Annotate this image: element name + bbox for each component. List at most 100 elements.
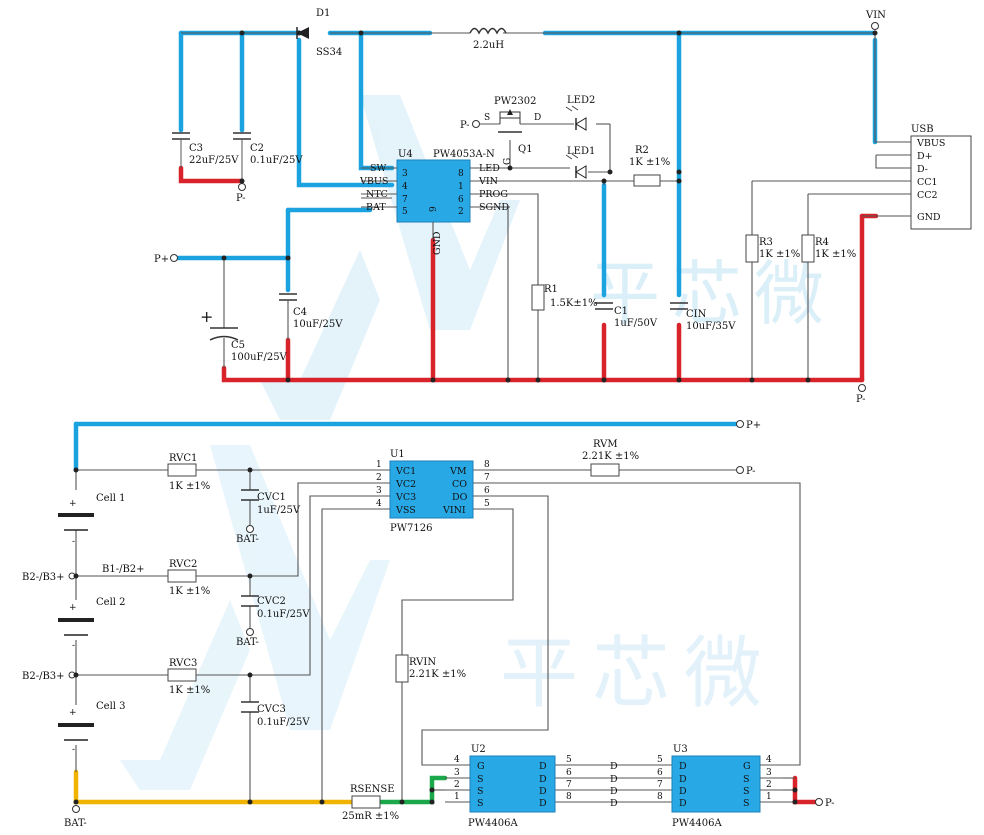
- pplus-label: P+: [154, 254, 169, 265]
- u2-pin3-num: 3: [454, 768, 460, 778]
- u2-pin4-label: G: [477, 761, 485, 772]
- capacitor-cvc3: CVC3 0.1uF/25V: [241, 701, 310, 728]
- u3-pin7-label: D: [679, 786, 687, 797]
- cell1-plus: +: [69, 499, 77, 509]
- vin-label: VIN: [865, 10, 886, 21]
- u1-pin6-num: 6: [484, 486, 490, 496]
- bottom-pminus-vm-label: P-: [746, 466, 756, 477]
- u4-pin-prog-num: 6: [458, 195, 464, 205]
- rvc2-value: 1K ±1%: [169, 586, 210, 597]
- node-labels: B2-/B3+ B1-/B2+ B2-/B3+ BAT-: [22, 564, 145, 829]
- led2: LED2: [565, 95, 595, 131]
- u2-pin8-label: D: [539, 798, 547, 809]
- u4-pin-vin-label: VIN: [478, 176, 498, 187]
- resistor-rvin: RVIN 2.21K ±1%: [395, 654, 466, 683]
- u4-pin-sw-num: 3: [402, 169, 408, 179]
- u1-pin1-label: VC1: [395, 466, 416, 477]
- top-junctions: [221, 30, 878, 383]
- u4-name: U4: [398, 149, 413, 160]
- mosfet-q1: PW2302 P- S D G Q1: [460, 96, 541, 165]
- c5-value: 100uF/25V: [231, 352, 288, 363]
- u3-pin6-label: D: [679, 774, 687, 785]
- capacitor-c4: C4 10uF/25V: [279, 293, 343, 340]
- cell2-minus: -: [72, 641, 75, 651]
- rsense-value: 25mR ±1%: [342, 811, 399, 822]
- node-b2b3-upper: B2-/B3+: [22, 572, 65, 583]
- usb-pin-gnd: GND: [917, 212, 941, 223]
- chip-u2: U2 PW4406A 4 3 2 1 G S S S D D D D 5 6 7…: [445, 744, 572, 829]
- u3-pin3-num: 3: [766, 768, 772, 778]
- u3-pin5-label: D: [679, 761, 687, 772]
- drain-net-labels: D D D D: [610, 761, 618, 809]
- c1-name: C1: [614, 306, 628, 317]
- r4-name: R4: [815, 237, 829, 248]
- usb-pin-cc1: CC1: [917, 177, 938, 188]
- u4-pin-led-label: LED: [479, 163, 500, 174]
- u2-pin6-num: 6: [566, 768, 572, 778]
- pplus-terminal: P+: [154, 254, 178, 265]
- resistor-rvc2: RVC2 1K ±1%: [167, 559, 210, 597]
- cvc2-batminus: BAT-: [236, 637, 259, 648]
- u2-pin3-label: S: [477, 774, 484, 785]
- c4-name: C4: [293, 307, 307, 318]
- u4-pin-prog-label: PROG: [479, 189, 508, 200]
- r4-value: 1K ±1%: [815, 249, 856, 260]
- u3-pin3-label: S: [743, 774, 750, 785]
- capacitor-cin: CIN 10uF/35V: [670, 302, 736, 332]
- mid-d-4: D: [610, 798, 618, 809]
- u4-pin-ntc-label: NTC: [366, 189, 388, 200]
- c2-value: 0.1uF/25V: [250, 155, 303, 166]
- r1-value: 1.5K±1%: [550, 298, 598, 309]
- u3-pin8-num: 8: [657, 792, 663, 802]
- top-pminus-terminal: P-: [856, 384, 866, 405]
- u4-pin-sgnd-label: SGND: [479, 202, 509, 213]
- cell3-minus: -: [72, 745, 75, 755]
- capacitor-c2: C2 0.1uF/25V P-: [233, 132, 303, 204]
- usb-pin-dplus: D+: [917, 151, 933, 162]
- q1-part: PW2302: [494, 96, 536, 107]
- c4-value: 10uF/25V: [293, 319, 343, 330]
- u2-pin1-num: 1: [454, 792, 460, 802]
- led1: LED1: [565, 146, 595, 179]
- vin-terminal: VIN: [865, 10, 886, 30]
- resistor-r2: R2 1K ±1%: [629, 145, 670, 187]
- usb-connector: USB VBUS D+ D- CC1 CC2 GND: [910, 124, 972, 230]
- capacitor-c3: C3 22uF/25V: [172, 132, 239, 168]
- u2-pin2-num: 2: [454, 780, 460, 790]
- u2-pin4-num: 4: [454, 755, 460, 765]
- cell3-label: Cell 3: [96, 701, 126, 712]
- capacitor-c1: C1 1uF/50V: [595, 302, 658, 329]
- rvin-value: 2.21K ±1%: [409, 669, 466, 680]
- u3-name: U3: [673, 744, 688, 755]
- resistor-r1: R1 1.5K±1%: [531, 284, 598, 311]
- chip-u3: U3 PW4406A 5 6 7 8 D D D D G S S S 4 3 2…: [657, 744, 795, 829]
- u1-pin5-num: 5: [484, 499, 490, 509]
- u1-pin7-label: CO: [452, 479, 467, 490]
- u4-pin-vbus-num: 4: [402, 182, 408, 192]
- u1-pin8-label: VM: [449, 466, 467, 477]
- resistor-rsense: RSENSE 25mR ±1%: [342, 784, 399, 822]
- u4-part: PW4053A-N: [433, 149, 495, 160]
- rvc1-value: 1K ±1%: [169, 481, 210, 492]
- c3-value: 22uF/25V: [189, 155, 239, 166]
- c5-plus: +: [200, 307, 213, 326]
- cvc2-name: CVC2: [257, 596, 286, 607]
- u4-pin-gnd-label: GND: [432, 231, 443, 255]
- u3-pin4-label: G: [743, 761, 751, 772]
- cell2-label: Cell 2: [96, 597, 126, 608]
- watermark: 平芯微 平芯微: [120, 95, 824, 790]
- cell1-label: Cell 1: [96, 493, 126, 504]
- u2-part: PW4406A: [468, 818, 518, 829]
- u3-pin2-label: S: [743, 786, 750, 797]
- q1-d: D: [534, 113, 541, 123]
- usb-title: USB: [911, 124, 934, 135]
- r3-value: 1K ±1%: [759, 249, 800, 260]
- c5-name: C5: [231, 340, 245, 351]
- resistor-r3: R3 1K ±1%: [745, 234, 800, 263]
- cvc1-batminus: BAT-: [236, 534, 259, 545]
- u3-pin1-num: 1: [766, 792, 772, 802]
- watermark-text-bottom: 平芯微: [500, 629, 776, 719]
- u3-pin4-num: 4: [766, 755, 772, 765]
- u1-pin8-num: 8: [484, 460, 490, 470]
